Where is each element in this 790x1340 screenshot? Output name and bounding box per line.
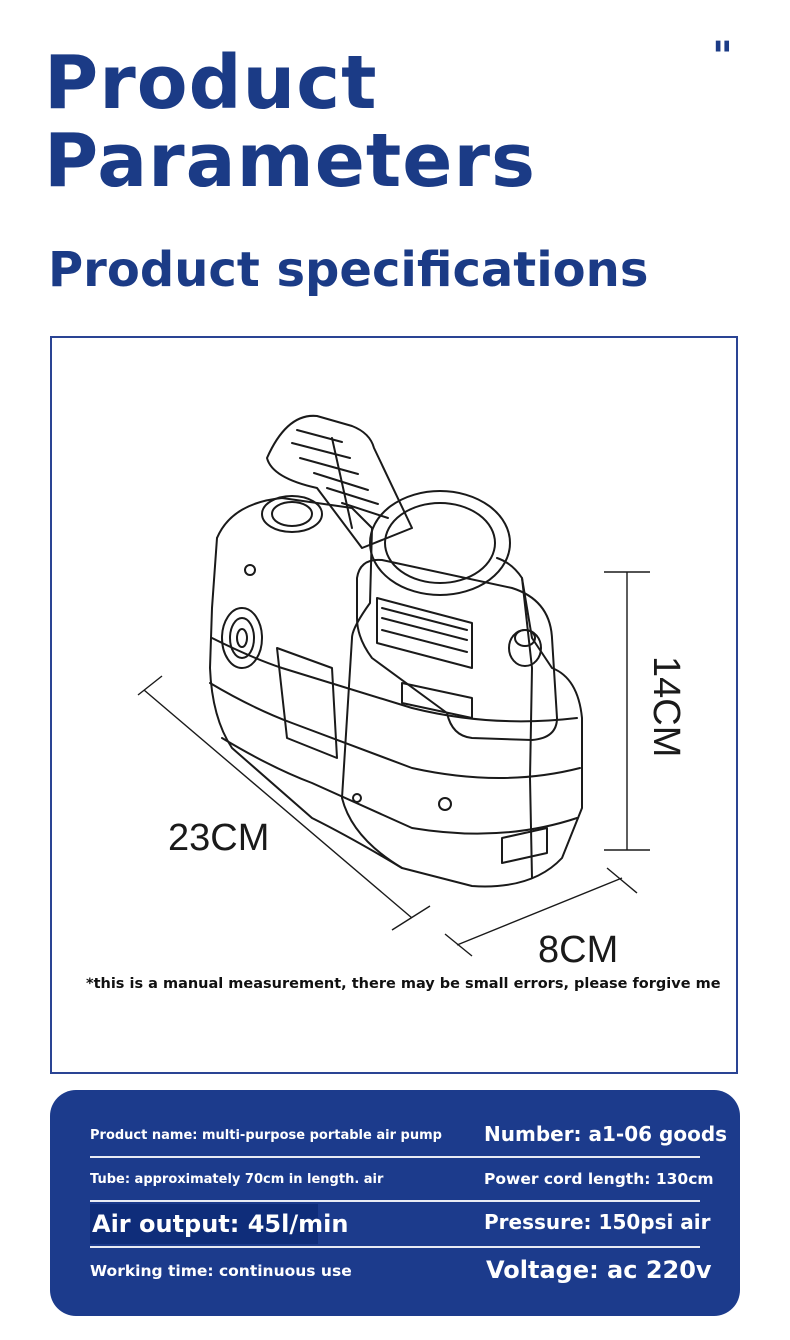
divider [90,1200,700,1202]
spec-power-cord: Power cord length: 130cm [484,1170,714,1188]
spec-tube: Tube: approximately 70cm in length. air [90,1172,384,1187]
air-pump-line-drawing: 23CM 8CM 14CM [137,414,687,971]
divider [90,1156,700,1158]
spec-voltage: Voltage: ac 220v [486,1256,712,1284]
product-dimension-frame: 23CM 8CM 14CM *this is a manual measurem… [50,336,738,1074]
dimension-height-label: 14CM [645,656,687,757]
quote-mark-decoration: " [712,34,733,80]
divider [90,1246,700,1248]
spec-working-time: Working time: continuous use [90,1262,352,1280]
spec-panel: Product name: multi-purpose portable air… [50,1090,740,1316]
measurement-note: *this is a manual measurement, there may… [86,976,721,992]
spec-air-output: Air output: 45l/min [92,1210,349,1238]
section-subtitle: Product specifications [48,242,649,298]
dimension-length-label: 23CM [168,817,269,859]
page-title: Product Parameters [44,44,536,200]
dimension-width-label: 8CM [538,929,618,971]
air-output-highlight [90,1204,318,1244]
title-line-1: Product [44,40,378,126]
spec-product-name: Product name: multi-purpose portable air… [90,1128,442,1143]
title-line-2: Parameters [44,118,537,204]
spec-number: Number: a1-06 goods [484,1122,728,1146]
spec-pressure: Pressure: 150psi air [484,1210,711,1234]
